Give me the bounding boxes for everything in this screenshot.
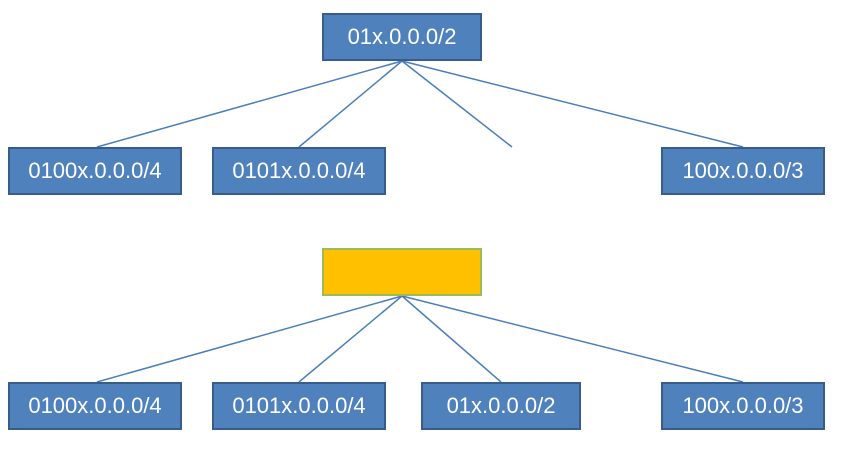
top-child-label: 100x.0.0.0/3 [682, 158, 804, 183]
bottom-child-node-0100: 0100x.0.0.0/4 [8, 382, 182, 430]
edge-bottom-root-to-01 [401, 295, 502, 383]
top-child-node-0100: 0100x.0.0.0/4 [8, 147, 182, 195]
bottom-child-label: 100x.0.0.0/3 [682, 393, 804, 418]
edge-bottom-root-to-100 [401, 295, 744, 383]
top-child-label: 0100x.0.0.0/4 [28, 158, 162, 183]
edge-top-root-to-0101 [298, 60, 403, 148]
edge-top-root-to-empty [401, 60, 513, 148]
top-root-label: 01x.0.0.0/2 [347, 24, 457, 49]
bottom-root-node-highlighted [322, 248, 482, 296]
bottom-child-node-01: 01x.0.0.0/2 [421, 382, 581, 430]
edge-bottom-root-to-0100 [96, 295, 403, 383]
bottom-child-node-0101: 0101x.0.0.0/4 [212, 382, 386, 430]
top-root-node: 01x.0.0.0/2 [322, 13, 482, 61]
edge-top-root-to-100 [401, 60, 744, 148]
bottom-child-node-100: 100x.0.0.0/3 [661, 382, 825, 430]
bottom-child-label: 01x.0.0.0/2 [446, 393, 556, 418]
top-child-node-0101: 0101x.0.0.0/4 [212, 147, 386, 195]
bottom-child-label: 0101x.0.0.0/4 [232, 393, 366, 418]
edge-top-root-to-0100 [96, 60, 403, 148]
top-child-label: 0101x.0.0.0/4 [232, 158, 366, 183]
edge-bottom-root-to-0101 [298, 295, 403, 383]
top-child-node-100: 100x.0.0.0/3 [661, 147, 825, 195]
bottom-child-label: 0100x.0.0.0/4 [28, 393, 162, 418]
